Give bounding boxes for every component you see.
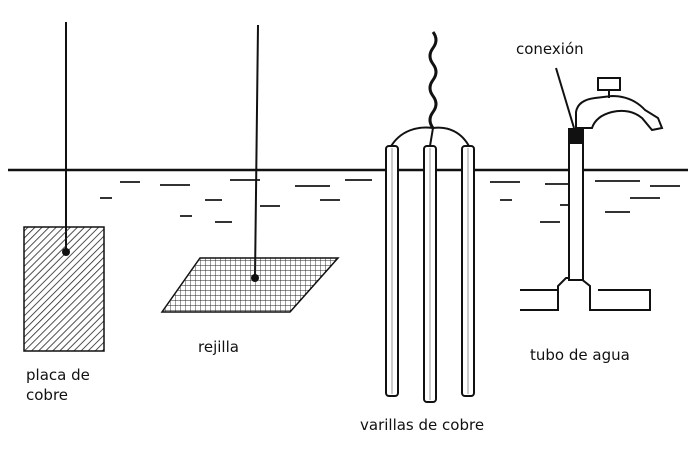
grid-mesh [160, 24, 340, 313]
copper-plate-label-line1: placa de [26, 366, 90, 384]
water-pipe-label: tubo de agua [530, 346, 630, 364]
water-pipe [520, 67, 664, 311]
ground-surface [8, 168, 688, 223]
connection-label: conexión [516, 40, 584, 58]
copper-rods [385, 31, 475, 403]
copper-rods-label: varillas de cobre [360, 416, 485, 434]
copper-plate [23, 22, 105, 352]
grid-label: rejilla [198, 338, 239, 356]
copper-plate-label-line2: cobre [26, 386, 69, 404]
